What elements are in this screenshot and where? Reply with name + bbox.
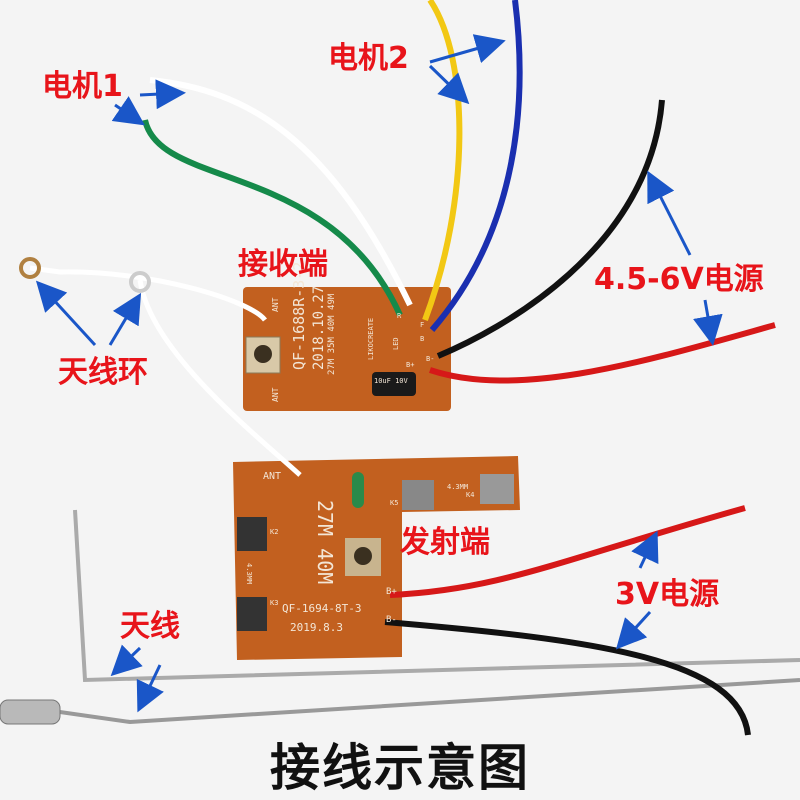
antenna-ring-wire (29, 265, 267, 322)
key-k3: K3 (270, 599, 279, 607)
label-power-transmitter: 3V电源 (615, 577, 720, 612)
yellow-wire (422, 0, 463, 322)
antenna-rod-lower (0, 678, 800, 725)
key-k5: K5 (390, 499, 399, 507)
label-antenna-ring: 天线环 (58, 355, 148, 390)
label-receiver: 接收端 (238, 247, 328, 282)
rx-pin-bminus: B- (426, 355, 435, 363)
antenna-rod-upper (73, 509, 800, 683)
red-wire-receiver (429, 322, 776, 384)
white-wire-motor (149, 77, 413, 307)
receiver-date: 2018.10.27 (311, 285, 327, 370)
label-power-receiver: 4.5-6V电源 (594, 262, 764, 297)
receiver-brand: LIKOCREATE (367, 317, 375, 360)
transmitter-freq: 27M 40M (313, 500, 337, 585)
antenna-spring (0, 699, 61, 725)
transmitter-ant: ANT (263, 471, 282, 482)
rx-pin-f: F (420, 321, 425, 329)
key-k2: K2 (270, 528, 279, 536)
antenna-ring (19, 257, 41, 279)
transmitter-model: QF-1694-8T-3 (282, 602, 362, 615)
red-wire-transmitter (389, 505, 746, 598)
receiver-ant-2: ANT (271, 387, 280, 402)
receiver-freq: 27M 35M 40M 49M (327, 293, 337, 375)
antenna-wire-2 (137, 279, 302, 477)
size-label-1: 4.3MM (447, 483, 469, 491)
tx-pin-bminus: B- (386, 615, 397, 625)
rx-pin-b: B (420, 335, 425, 343)
receiver-ant-1: ANT (271, 297, 280, 312)
diagram-title: 接线示意图 (270, 739, 530, 797)
arrow-icons (35, 34, 723, 713)
size-label-2: 4.3MM (245, 563, 253, 585)
blue-wire (429, 0, 523, 332)
rx-pin-bplus: B+ (406, 361, 415, 369)
tx-pin-bplus: B+ (386, 587, 397, 597)
label-transmitter: 发射端 (400, 525, 490, 560)
receiver-capacitor: 10uF 10V (374, 377, 408, 385)
transmitter-date: 2019.8.3 (290, 621, 343, 634)
black-wire-transmitter (384, 619, 751, 736)
label-motor-2: 电机2 (328, 41, 409, 76)
black-wire-receiver (436, 99, 665, 359)
rx-pin-r: R (397, 312, 402, 320)
green-wire (142, 119, 403, 317)
receiver-led: LED (392, 337, 400, 350)
key-k4: K4 (466, 491, 475, 499)
label-motor-1: 电机1 (42, 69, 123, 104)
label-antenna: 天线 (120, 609, 180, 644)
